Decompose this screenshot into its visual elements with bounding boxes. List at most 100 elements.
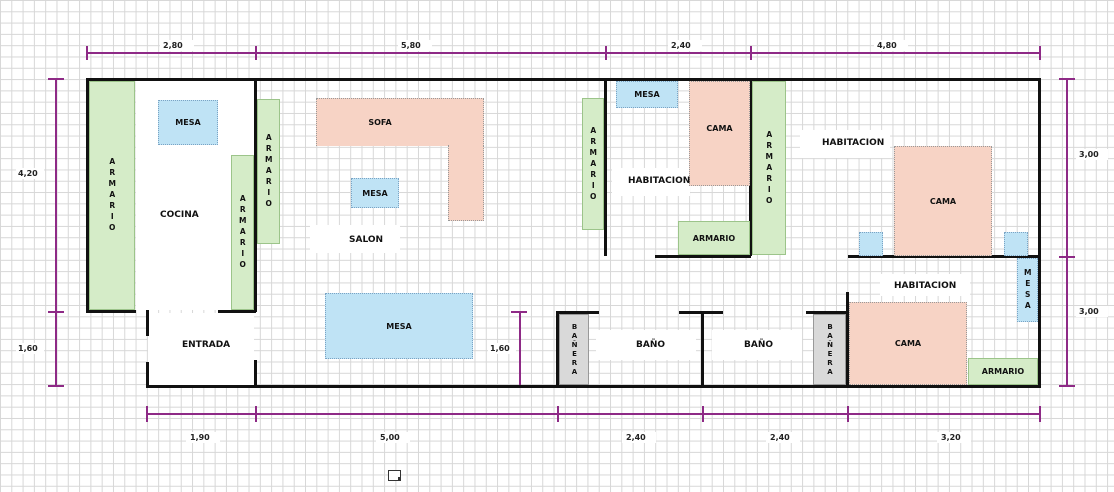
wall-entrada-left-lower [146, 362, 149, 387]
dim-label-bg [160, 40, 194, 51]
label-salon: SALON [349, 235, 384, 245]
wall-hab1-hab2 [749, 78, 752, 256]
banera-2: BAÑERA [813, 314, 846, 385]
entrada-floor [148, 313, 254, 385]
cama-hab2: CAMA [894, 146, 992, 256]
wall-salon-hab1 [604, 78, 607, 256]
wall-bano1-bano2 [701, 311, 704, 387]
wall-hab2-bottom [848, 255, 1041, 258]
armario-cocina-left: ARMARIO [89, 81, 135, 310]
wall-banera1-left [556, 311, 559, 387]
hab3-floor [880, 274, 970, 296]
mesa-hab1: MESA [616, 81, 678, 108]
dim-tick [48, 311, 64, 313]
dim-label-bg [1076, 149, 1108, 160]
dim-label-bg [668, 40, 702, 51]
dim-tick [48, 78, 64, 80]
mesa-hab3: MESA [1017, 258, 1038, 322]
label-entrada: ENTRADA [182, 340, 231, 350]
armario-cocina-right: ARMARIO [231, 155, 254, 310]
wall-hab1-bottom [655, 255, 751, 258]
wall-cocina-salon [254, 78, 257, 312]
dim-tick [605, 46, 607, 60]
mesa-salon-large: MESA [325, 293, 473, 359]
bano2-floor [712, 330, 802, 360]
label-cocina: COCINA [160, 210, 199, 220]
dim-label-bg [376, 432, 410, 443]
dim-tick [48, 385, 64, 387]
mesa-cocina: MESA [158, 100, 218, 145]
dim-bottom-3: 2,40 [626, 433, 646, 442]
dim-line-bottom [146, 413, 1041, 415]
dim-label-bg [186, 432, 220, 443]
resize-handle-dot [398, 477, 401, 480]
dim-bottom-1: 1,90 [190, 433, 210, 442]
wall-cocina-bottom [218, 310, 256, 313]
wall-bano2-hab3 [846, 292, 849, 387]
wall-bano2-top [703, 311, 723, 314]
dim-top-2: 5,80 [401, 41, 421, 50]
label-habitacion-1: HABITACION [628, 176, 691, 186]
dim-right-upper: 3,00 [1079, 150, 1099, 159]
hab2-floor [800, 130, 890, 158]
sofa-top: SOFA [316, 98, 484, 146]
dim-left-upper: 4,20 [18, 169, 38, 178]
dim-bottom-2: 5,00 [380, 433, 400, 442]
wall-bottom [146, 385, 1041, 388]
dim-top-3: 2,40 [671, 41, 691, 50]
wall-left [86, 78, 89, 312]
dim-left-lower: 1,60 [18, 344, 38, 353]
dim-bottom-5: 3,20 [941, 433, 961, 442]
dim-tick [750, 46, 752, 60]
dim-right-lower: 3,00 [1079, 307, 1099, 316]
cama-hab1: CAMA [689, 81, 750, 186]
wall-left-bottom-edge [86, 310, 136, 313]
dim-tick [1059, 78, 1075, 80]
wall-entrada-salon [254, 360, 257, 387]
dim-line-inner [519, 311, 521, 387]
dim-tick [255, 46, 257, 60]
dim-label-bg [622, 432, 656, 443]
armario-hab1-bottom: ARMARIO [678, 221, 750, 255]
wall-bano1-top-right [679, 311, 703, 314]
dim-line-top [86, 52, 1041, 54]
wall-entrada-left-stub [146, 310, 149, 336]
cama-hab3: CAMA [849, 302, 967, 385]
mesa-salon-small: MESA [351, 178, 399, 208]
label-habitacion-3: HABITACION [894, 281, 957, 291]
banera-1: BAÑERA [559, 314, 589, 385]
resize-handle-icon[interactable] [388, 470, 401, 481]
dim-label-bg [937, 432, 971, 443]
sofa-side [448, 145, 484, 221]
dim-label-bg [16, 168, 44, 179]
hab1-floor [612, 168, 690, 196]
wall-bano2-top-right [806, 311, 848, 314]
dim-label-bg [1076, 306, 1108, 317]
dim-line-right [1066, 78, 1068, 387]
dim-tick [146, 406, 148, 422]
dim-label-bg [766, 432, 800, 443]
dim-label-bg [398, 40, 432, 51]
mesita-hab2-left [859, 232, 883, 256]
wall-right [1038, 78, 1041, 388]
label-habitacion-2: HABITACION [822, 138, 885, 148]
armario-hab1-right: ARMARIO [752, 81, 786, 255]
dim-tick [557, 406, 559, 422]
armario-salon-left: ARMARIO [257, 99, 280, 244]
dim-tick [702, 406, 704, 422]
salon-floor [310, 225, 400, 253]
dim-tick [511, 311, 527, 313]
armario-hab3: ARMARIO [968, 358, 1038, 385]
wall-top [86, 78, 1041, 81]
label-bano-2: BAÑO [744, 340, 774, 350]
dim-tick [1039, 46, 1041, 60]
dim-bottom-4: 2,40 [770, 433, 790, 442]
dim-tick [1039, 406, 1041, 422]
dim-label-bg [488, 343, 516, 354]
dim-tick [1059, 385, 1075, 387]
dim-top-4: 4,80 [877, 41, 897, 50]
mesita-hab2-right [1004, 232, 1028, 256]
dim-line-left [55, 78, 57, 387]
dim-tick [255, 406, 257, 422]
label-bano-1: BAÑO [636, 340, 666, 350]
